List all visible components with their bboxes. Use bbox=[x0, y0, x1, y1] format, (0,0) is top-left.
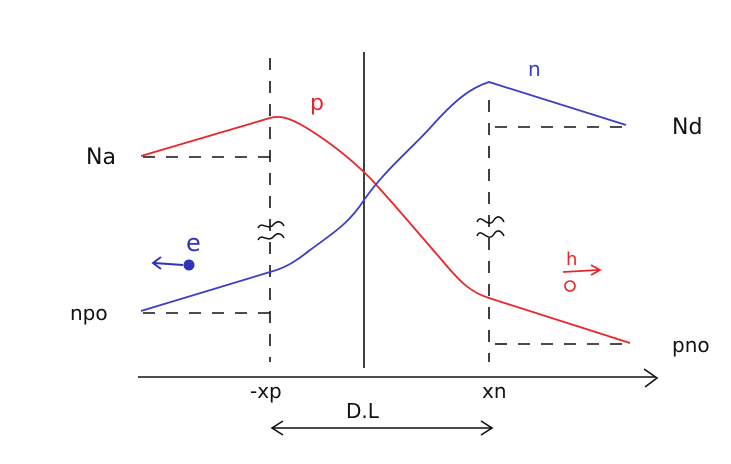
hole-arrow-icon bbox=[562, 264, 602, 292]
x-axis bbox=[138, 368, 659, 388]
p-concentration-curve bbox=[140, 115, 631, 344]
pno-label: pno bbox=[672, 333, 710, 357]
npo-label: npo bbox=[70, 301, 108, 325]
nd-label: Nd bbox=[672, 115, 702, 140]
electron-icon bbox=[151, 256, 195, 271]
hole-label: h bbox=[566, 249, 577, 270]
electron-label: e bbox=[186, 229, 201, 257]
p-curve-label: p bbox=[310, 91, 324, 116]
n-concentration-curve bbox=[140, 81, 627, 312]
break-mark-right bbox=[476, 216, 505, 238]
depletion-width-arrow bbox=[270, 420, 494, 436]
minus-xp-label: -xp bbox=[250, 379, 282, 403]
na-label: Na bbox=[86, 145, 116, 170]
xn-label: xn bbox=[482, 379, 507, 403]
break-mark-left bbox=[257, 221, 285, 241]
depletion-label: D.L bbox=[346, 399, 380, 423]
n-curve-label: n bbox=[528, 57, 541, 81]
